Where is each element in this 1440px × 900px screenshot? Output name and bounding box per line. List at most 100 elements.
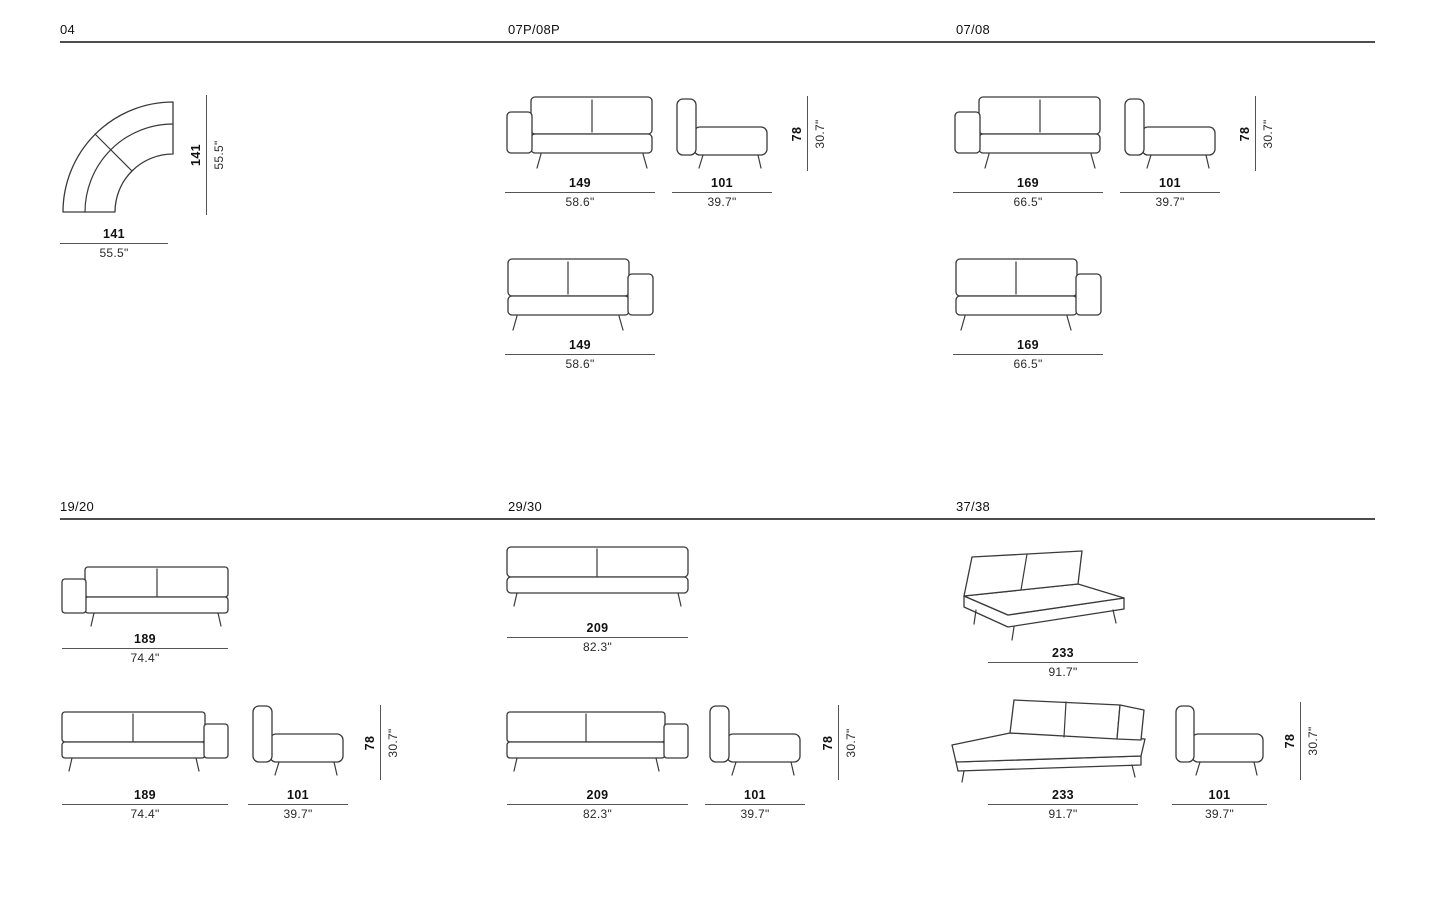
header-rule-top [60,41,1375,43]
width-dimension: 233 91.7" [988,788,1138,821]
sofa-right-arm-drawing [61,711,229,772]
width-dimension: 189 74.4" [62,788,228,821]
width-inch-value: 66.5" [1013,357,1043,371]
dimension-line [1120,192,1220,193]
width-cm-value: 141 [102,227,126,241]
width-cm-value: 101 [743,788,767,802]
sofa-right-arm-drawing [507,258,654,331]
sofa-side-view-drawing [709,705,801,776]
height-inch-value: 30.7" [1261,118,1275,149]
section-label-07-08: 07/08 [956,22,991,37]
height-cm-value: 141 [189,143,203,167]
width-inch-value: 66.5" [1013,195,1043,209]
dimension-line [507,637,688,638]
width-cm-value: 169 [1016,338,1040,352]
width-inch-value: 39.7" [283,807,313,821]
height-cm-value: 78 [1283,733,1297,749]
width-cm-value: 233 [1051,788,1075,802]
dimension-line [838,705,839,780]
section-label-37-38: 37/38 [956,499,991,514]
width-dimension: 169 66.5" [953,176,1103,209]
sofa-left-arm-drawing [506,96,653,169]
sofa-left-arm-drawing [954,96,1101,169]
width-dimension: 149 58.6" [505,176,655,209]
width-dimension: 101 39.7" [705,788,805,821]
chaise-module-perspective-drawing-2 [951,699,1146,783]
height-inch-value: 30.7" [844,727,858,758]
dimension-line [953,192,1103,193]
sofa-armless-drawing [506,546,689,607]
width-inch-value: 58.6" [565,357,595,371]
height-cm-value: 78 [1238,126,1252,141]
width-cm-value: 101 [710,176,734,190]
width-cm-value: 101 [286,788,310,802]
width-inch-value: 39.7" [1155,195,1185,209]
width-dimension: 101 39.7" [1120,176,1220,209]
section-label-04: 04 [60,22,76,37]
dimension-line [507,804,688,805]
sofa-left-arm-drawing [61,566,229,627]
dimension-line [705,804,805,805]
dimension-line [505,354,655,355]
width-inch-value: 82.3" [582,807,613,821]
dimension-line [60,243,168,244]
section-label-29-30: 29/30 [508,499,543,514]
width-cm-value: 149 [568,176,592,190]
dimension-line [505,192,655,193]
height-cm-value: 78 [363,735,377,750]
width-inch-value: 39.7" [1204,807,1235,821]
corner-module-top-view-drawing [62,101,174,213]
height-inch-value: 30.7" [1306,726,1320,756]
width-dimension: 101 39.7" [248,788,348,821]
section-label-19-20: 19/20 [60,499,95,514]
dimension-line [1255,96,1256,171]
width-inch-value: 58.6" [565,195,595,209]
dimension-line [206,95,207,215]
section-label-07p-08p: 07P/08P [508,22,560,37]
width-cm-value: 149 [568,338,592,352]
width-inch-value: 91.7" [1048,665,1078,679]
width-inch-value: 74.4" [130,651,160,665]
dimension-line [988,662,1138,663]
width-dimension: 233 91.7" [988,646,1138,679]
width-cm-value: 169 [1016,176,1040,190]
width-cm-value: 233 [1051,646,1075,660]
sofa-side-view-drawing [1124,98,1216,169]
sofa-side-view-drawing [252,705,344,776]
width-dimension: 101 39.7" [672,176,772,209]
width-dimension: 209 82.3" [507,788,688,821]
height-cm-value: 78 [821,735,835,750]
width-dimension: 209 82.3" [507,621,688,654]
dimension-line [672,192,772,193]
width-cm-value: 189 [133,632,157,646]
dimension-line [988,804,1138,805]
width-cm-value: 101 [1208,788,1231,802]
header-rule-bottom [60,518,1375,520]
dimension-line [62,648,228,649]
width-inch-value: 74.4" [130,807,160,821]
width-inch-value: 91.7" [1048,807,1078,821]
dimension-line [380,705,381,780]
width-dimension: 169 66.5" [953,338,1103,371]
dimension-line [807,96,808,171]
width-cm-value: 209 [586,621,609,635]
width-inch-value: 82.3" [582,640,613,654]
dimension-line [953,354,1103,355]
width-dimension: 141 55.5" [60,227,168,260]
height-inch-value: 55.5" [212,140,226,170]
sofa-right-arm-drawing [506,711,689,772]
width-dimension: 189 74.4" [62,632,228,665]
chaise-module-perspective-drawing [963,550,1125,641]
width-cm-value: 209 [586,788,609,802]
width-inch-value: 39.7" [740,807,770,821]
sofa-side-view-drawing [676,98,768,169]
width-dimension: 149 58.6" [505,338,655,371]
width-inch-value: 39.7" [707,195,737,209]
height-cm-value: 78 [790,126,804,141]
width-inch-value: 55.5" [99,246,129,260]
sofa-right-arm-drawing [955,258,1102,331]
sofa-side-view-drawing [1175,705,1264,776]
dimension-line [248,804,348,805]
height-inch-value: 30.7" [813,118,827,149]
